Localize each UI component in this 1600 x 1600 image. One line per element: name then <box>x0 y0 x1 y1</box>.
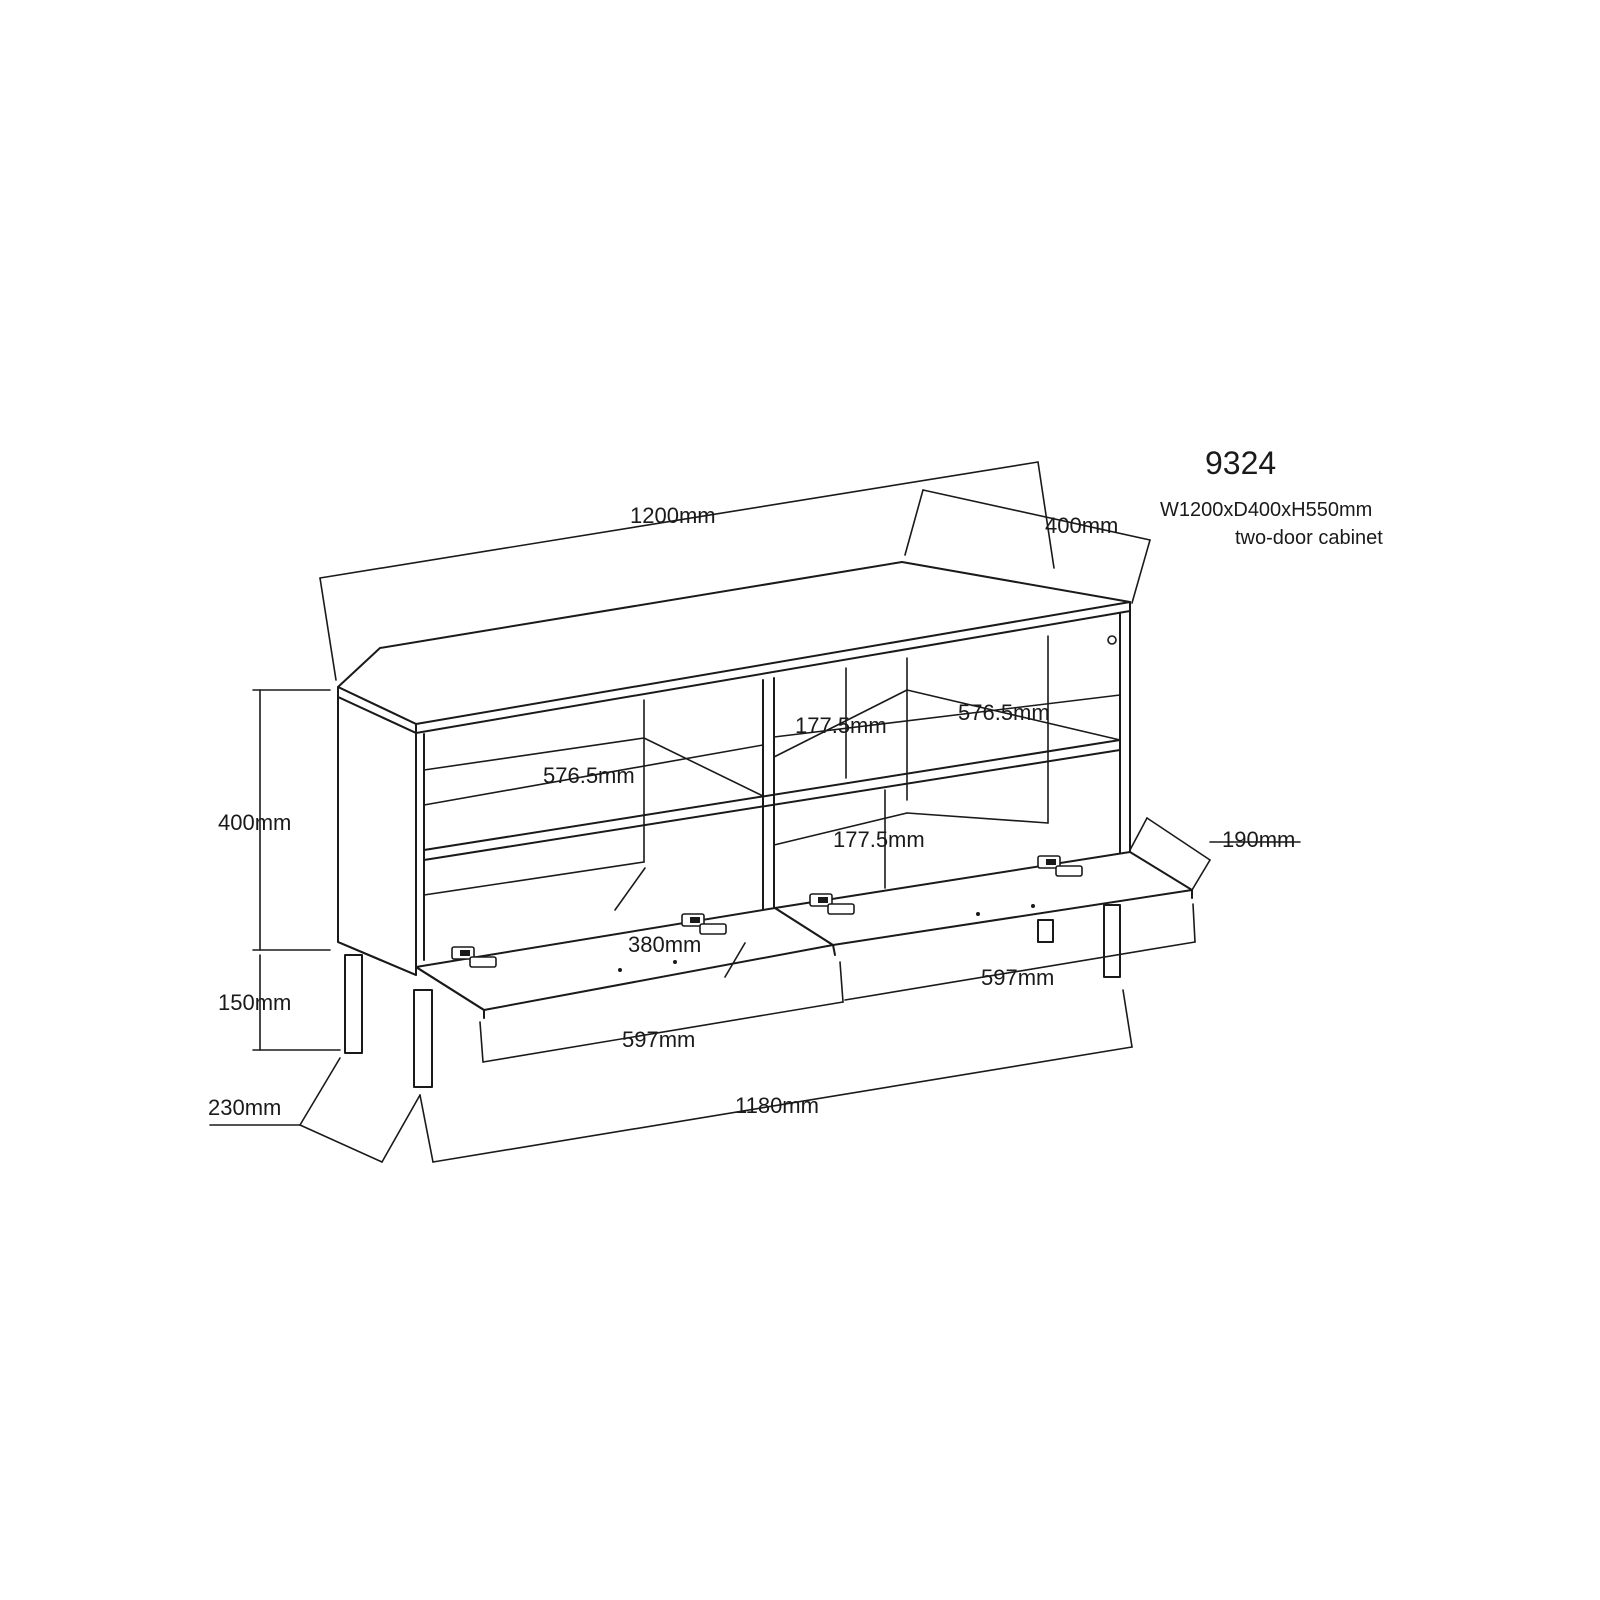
label-leg-height: 150mm <box>218 990 291 1015</box>
hinges <box>451 855 1083 972</box>
dimension-lines <box>209 461 1301 1163</box>
door-right <box>483 851 1193 1019</box>
label-overall-width: 1200mm <box>630 503 716 528</box>
label-door-right-width: 597mm <box>981 965 1054 990</box>
dimension-labels: 1200mm 400mm 400mm 150mm 230mm 1180mm 59… <box>208 503 1295 1120</box>
cabinet-legs <box>344 904 1121 1088</box>
label-door-left-width: 597mm <box>622 1027 695 1052</box>
product-info: 9324 W1200xD400xH550mm two-door cabinet <box>1160 445 1383 549</box>
cabinet-top <box>337 561 1131 734</box>
size-spec: W1200xD400xH550mm <box>1160 499 1372 521</box>
label-shelf-left-width: 576.5mm <box>543 763 635 788</box>
product-description: two-door cabinet <box>1235 527 1383 549</box>
label-shelf-lower-height: 177.5mm <box>833 827 925 852</box>
model-number: 9324 <box>1205 445 1276 481</box>
label-shelf-upper-height: 177.5mm <box>795 713 887 738</box>
label-leg-depth: 230mm <box>208 1095 281 1120</box>
label-door-depth: 190mm <box>1222 827 1295 852</box>
label-shelf-right-width: 576.5mm <box>958 700 1050 725</box>
label-leg-span: 1180mm <box>735 1093 819 1118</box>
label-overall-depth: 400mm <box>1045 513 1118 538</box>
label-body-height: 400mm <box>218 810 291 835</box>
label-door-drop: 380mm <box>628 932 701 957</box>
cabinet-body <box>337 610 1131 976</box>
